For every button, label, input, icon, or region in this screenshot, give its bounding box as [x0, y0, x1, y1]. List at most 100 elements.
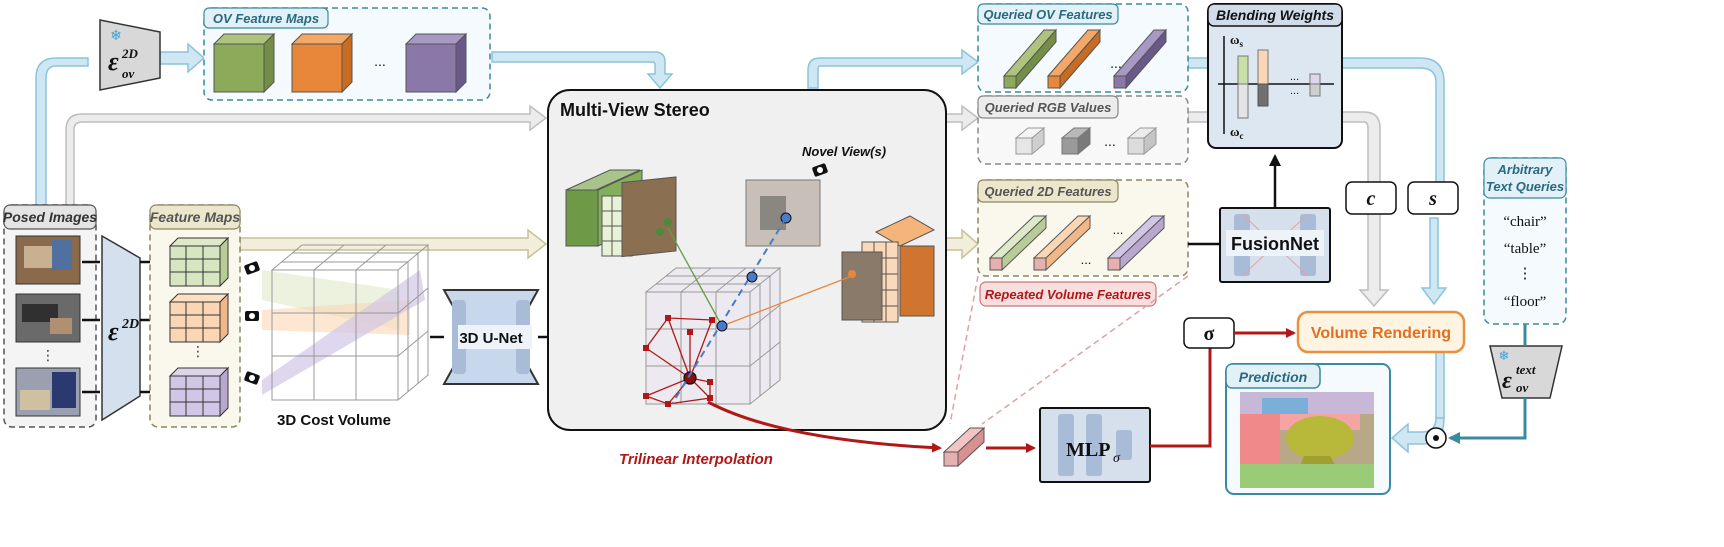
- ov-cube-green: [212, 32, 276, 94]
- text-query-item: ⋮: [1518, 266, 1533, 282]
- ray-green: [667, 227, 723, 327]
- encoder-ov-2d: ❄ ε 2D ov: [99, 19, 161, 91]
- repeat-dashed-line: [949, 275, 979, 425]
- ray-novel: [671, 217, 787, 405]
- encoder-ov-sup: 2D: [121, 46, 139, 61]
- unet-3d: 3D U-Net: [442, 289, 540, 385]
- repeat-dashed-line: [981, 275, 1189, 425]
- ov-bar-purple: [1112, 28, 1168, 90]
- multi-view-stereo-panel: Multi-View Stereo Novel View(s): [547, 89, 947, 431]
- mlp-sigma: MLP σ: [1039, 407, 1151, 483]
- omega-c-label: ωc: [1230, 124, 1244, 141]
- s-label: s: [1428, 188, 1437, 210]
- text-query-item: “table”: [1504, 241, 1546, 257]
- blend-bar: [1237, 83, 1249, 119]
- snowflake-icon: ❄: [110, 27, 122, 43]
- encoder-text-sup: text: [1516, 362, 1536, 377]
- blend-dots-top: ...: [1290, 71, 1299, 83]
- mvs-novel-view: [745, 179, 821, 247]
- queried-ov-features-panel: Queried OV Features ...: [977, 3, 1189, 93]
- encoder-text: ❄ ε text ov: [1489, 345, 1563, 399]
- encoder-text-sub: ov: [1516, 380, 1529, 395]
- posed-images-label: Posed Images: [3, 209, 97, 225]
- trilinear-label: Trilinear Interpolation: [619, 451, 773, 468]
- encoder-ov-symbol: ε: [108, 47, 119, 76]
- text-queries-panel: Arbitrary Text Queries “chair” “table” ⋮…: [1483, 157, 1567, 325]
- sigma-label: σ: [1204, 323, 1215, 345]
- prediction-label: Prediction: [1239, 369, 1307, 385]
- mvs-right-feature-stack: [841, 215, 936, 323]
- novel-views-label: Novel View(s): [802, 144, 886, 159]
- queried-rgb-label: Queried RGB Values: [985, 100, 1112, 115]
- feature-maps-dots: ⋮: [191, 343, 205, 359]
- prediction-panel: Prediction: [1225, 363, 1391, 495]
- mlp-sub-label: σ: [1113, 451, 1121, 466]
- arbitrary-label-1: Arbitrary: [1497, 162, 1554, 177]
- rgb-cube: [1014, 126, 1046, 156]
- feature-dots-low: ...: [1081, 252, 1092, 267]
- cost-volume: 3D Cost Volume: [262, 244, 430, 429]
- encoder-to-odot: [1448, 398, 1527, 444]
- posed-to-encoder-arrows: [82, 260, 100, 394]
- text-query-item: “floor”: [1504, 294, 1546, 310]
- color-output-box: [1345, 181, 1397, 215]
- posed-dots: ⋮: [41, 347, 55, 363]
- feature-maps-label: Feature Maps: [150, 209, 240, 225]
- encoder-2d-sup: 2D: [121, 317, 139, 332]
- feature-map-green: [168, 236, 230, 288]
- blending-weights-label: Blending Weights: [1216, 7, 1334, 23]
- blend-bar: [1309, 73, 1321, 85]
- queried-rgb-panel: Queried RGB Values ...: [977, 95, 1189, 165]
- rgb-cube: [1126, 126, 1158, 156]
- volume-rendering-box: [1296, 310, 1466, 354]
- fusionnet: FusionNet: [1219, 207, 1331, 283]
- camera-icon: [244, 371, 260, 385]
- ov-feature-maps-label: OV Feature Maps: [213, 11, 319, 26]
- posed-images-panel: Posed Images ⋮: [3, 204, 97, 428]
- rgb-dots: ...: [1104, 133, 1116, 149]
- queried-2d-label: Queried 2D Features: [984, 184, 1111, 199]
- camera-icons: [244, 261, 260, 385]
- encoder-ov-sub: ov: [122, 66, 135, 81]
- feature-map-purple: [168, 366, 230, 418]
- feature-bar-orange: [1032, 214, 1092, 272]
- ov-cube-orange: [290, 32, 354, 94]
- sample-point: [746, 271, 758, 283]
- feature-bar-purple: [1106, 214, 1166, 272]
- feature-map-orange: [168, 292, 230, 344]
- rgb-cube: [1060, 126, 1092, 156]
- blend-bar: [1257, 49, 1269, 85]
- ov-bar-green: [1002, 28, 1058, 90]
- blend-dots-bottom: ...: [1290, 85, 1299, 97]
- feature-maps-panel: Feature Maps ⋮: [149, 204, 241, 428]
- odot-center: [1433, 435, 1439, 441]
- queried-ov-label: Queried OV Features: [983, 7, 1112, 22]
- camera-icon: [812, 163, 828, 177]
- rgb-arrows: [65, 104, 1390, 308]
- encoder-2d: ε 2D: [101, 234, 141, 422]
- fusionnet-label: FusionNet: [1231, 234, 1319, 254]
- arbitrary-label-2: Text Queries: [1486, 179, 1564, 194]
- camera-icon: [244, 261, 260, 275]
- trilinear-neighborhood: [643, 315, 715, 407]
- text-query-item: “chair”: [1503, 214, 1546, 230]
- trilinear-arrow: [707, 400, 942, 453]
- blend-bar: [1309, 83, 1321, 97]
- snowflake-icon: ❄: [1499, 348, 1510, 363]
- blend-bar: [1257, 83, 1269, 107]
- feature-dots-high: ...: [1113, 222, 1124, 237]
- omega-s-label: ωs: [1230, 32, 1244, 49]
- volume-feature-bar: [942, 426, 986, 468]
- unet-label: 3D U-Net: [459, 330, 522, 347]
- mvs-title: Multi-View Stereo: [560, 100, 710, 120]
- repeated-volume-label: Repeated Volume Features: [985, 287, 1151, 302]
- ray-orange: [721, 275, 853, 327]
- sample-point: [716, 320, 728, 332]
- volume-rendering-label: Volume Rendering: [1311, 325, 1451, 342]
- ov-feature-maps-panel: OV Feature Maps ...: [203, 7, 491, 101]
- queried-2d-features-panel: Queried 2D Features ... ...: [977, 179, 1189, 277]
- c-label: c: [1367, 188, 1376, 210]
- mlp-to-sigma-line: [1150, 346, 1212, 448]
- ov-maps-dots: ...: [374, 53, 386, 69]
